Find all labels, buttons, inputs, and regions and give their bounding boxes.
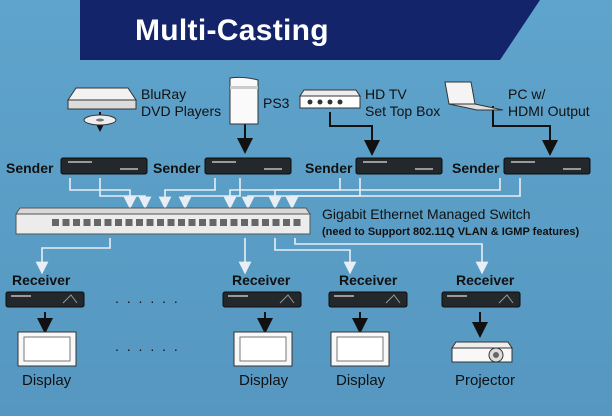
switch-port xyxy=(293,219,301,226)
switch-port xyxy=(52,219,59,226)
switch-port xyxy=(178,219,185,226)
output-label-4: Projector xyxy=(455,372,516,389)
switch-port xyxy=(62,219,70,226)
wire-receiver4 xyxy=(294,238,489,275)
switch-sublabel: (need to Support 802.11Q VLAN & IGMP fea… xyxy=(322,226,580,238)
ellipsis-displays: . . . . . . xyxy=(115,338,180,354)
hdtv-label-line1: HD TV xyxy=(365,86,407,102)
switch-port xyxy=(220,219,227,226)
set-top-box-icon xyxy=(299,89,361,109)
ellipsis-receivers: . . . . . . xyxy=(115,290,180,306)
sender-label-3: Sender xyxy=(305,160,353,176)
wire-receiver1 xyxy=(35,238,111,275)
switch-port xyxy=(83,219,91,226)
switch-port xyxy=(104,219,112,226)
switch-port xyxy=(157,219,164,226)
switch-port xyxy=(73,219,80,226)
switch-port xyxy=(283,219,290,226)
wire-receiver3 xyxy=(274,238,357,275)
pc-label-line1: PC w/ xyxy=(508,86,546,102)
receiver-label-2: Receiver xyxy=(232,272,291,288)
ethernet-switch xyxy=(15,207,311,235)
banner-shape xyxy=(80,0,540,60)
switch-port xyxy=(209,219,217,226)
switch-port xyxy=(272,219,280,226)
output-label-1: Display xyxy=(22,372,72,389)
bluray-player-icon xyxy=(67,87,137,126)
sender-label-1: Sender xyxy=(6,160,54,176)
switch-port xyxy=(230,219,238,226)
switch-port xyxy=(199,219,206,226)
laptop-icon xyxy=(444,81,504,111)
display-icon xyxy=(17,331,77,367)
projector-icon xyxy=(451,341,513,363)
diagram-title: Multi-Casting xyxy=(135,14,329,47)
receiver-label-3: Receiver xyxy=(339,272,398,288)
receiver-box-1 xyxy=(5,291,85,308)
switch-port xyxy=(167,219,175,226)
ps3-console-icon xyxy=(229,76,259,125)
source-ps3-label: PS3 xyxy=(263,95,290,111)
sender-label-2: Sender xyxy=(153,160,201,176)
wire-sender2 xyxy=(158,178,216,210)
source-hdtv-label: HD TV Set Top Box xyxy=(365,86,440,120)
switch-port xyxy=(241,219,248,226)
source-bluray-label: BluRay DVD Players xyxy=(141,86,221,120)
display-icon xyxy=(233,331,293,367)
sender-label-4: Sender xyxy=(452,160,500,176)
source-pc-label: PC w/ HDMI Output xyxy=(508,86,590,120)
display-icon xyxy=(330,331,390,367)
receiver-label-4: Receiver xyxy=(456,272,515,288)
receiver-label-1: Receiver xyxy=(12,272,71,288)
output-label-3: Display xyxy=(336,372,386,389)
bluray-label-line1: BluRay xyxy=(141,86,187,102)
sender-box-1 xyxy=(60,157,148,175)
receiver-box-4 xyxy=(441,291,521,308)
pc-label-line2: HDMI Output xyxy=(508,103,590,119)
switch-port xyxy=(146,219,154,226)
switch-port xyxy=(94,219,101,226)
title-banner: Multi-Casting xyxy=(80,0,540,60)
output-label-2: Display xyxy=(239,372,289,389)
hdtv-label-line2: Set Top Box xyxy=(365,103,441,119)
switch-port xyxy=(188,219,196,226)
switch-port xyxy=(262,219,269,226)
switch-port xyxy=(251,219,259,226)
receiver-box-2 xyxy=(222,291,302,308)
receiver-box-3 xyxy=(328,291,408,308)
switch-port xyxy=(125,219,133,226)
bluray-label-line2: DVD Players xyxy=(141,103,222,119)
switch-port xyxy=(115,219,122,226)
sender-box-4 xyxy=(503,157,591,175)
sender-box-3 xyxy=(355,157,443,175)
wire-sender4 xyxy=(268,178,501,210)
switch-port xyxy=(136,219,143,226)
switch-label: Gigabit Ethernet Managed Switch xyxy=(322,206,531,222)
sender-box-2 xyxy=(204,157,292,175)
